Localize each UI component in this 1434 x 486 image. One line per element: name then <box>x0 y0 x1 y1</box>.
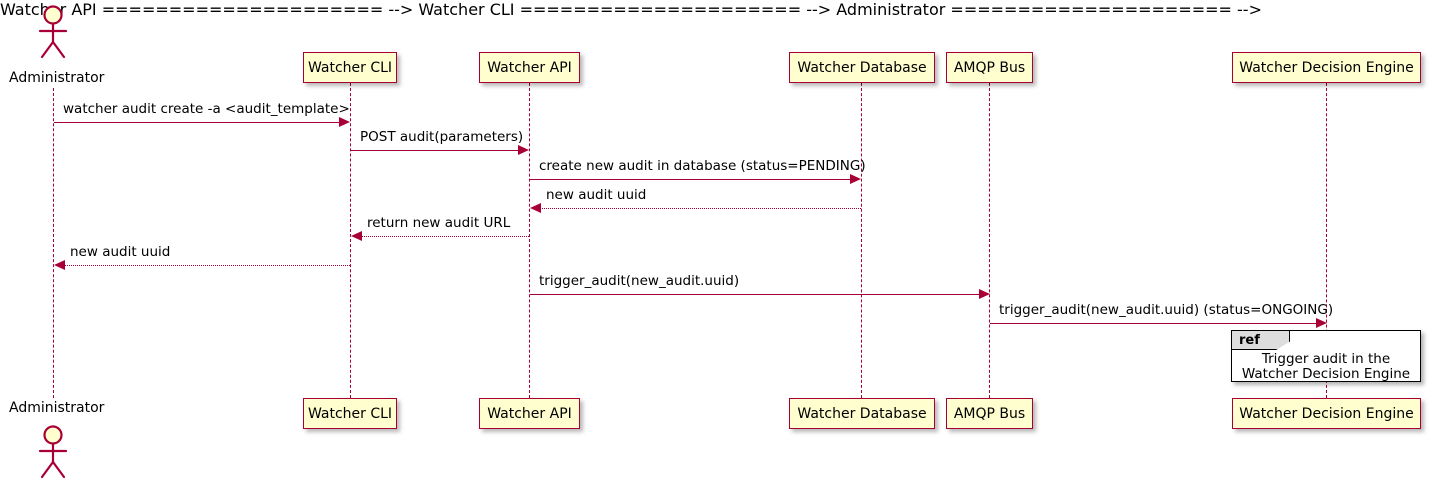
participant-box-watcher-api-top[interactable]: Watcher API <box>479 52 580 83</box>
actor-label-administrator-top: Administrator <box>9 70 105 86</box>
message-arrowhead-m6 <box>54 260 65 270</box>
actor-label-administrator-bottom: Administrator <box>9 400 105 416</box>
message-line-m7 <box>530 294 980 295</box>
ref-fragment-tab-label: ref <box>1239 332 1260 348</box>
lifeline-watcher-cli <box>350 83 351 398</box>
message-line-m4 <box>540 208 861 209</box>
message-label-m8: trigger_audit(new_audit.uuid) (status=ON… <box>999 302 1334 318</box>
message-arrowhead-m2 <box>518 145 529 155</box>
participant-box-watcher-decision-engine-top[interactable]: Watcher Decision Engine <box>1232 52 1421 83</box>
actor-administrator-top[interactable] <box>35 4 71 59</box>
participant-box-watcher-database-top[interactable]: Watcher Database <box>789 52 935 83</box>
message-label-m4: new audit uuid <box>546 187 647 203</box>
ref-fragment-body-line-1: Trigger audit in the <box>1261 351 1391 367</box>
message-arrowhead-m4 <box>530 203 541 213</box>
message-line-m5 <box>361 236 529 237</box>
participant-box-watcher-cli-bottom[interactable]: Watcher CLI <box>303 398 397 429</box>
participant-box-watcher-cli-top[interactable]: Watcher CLI <box>303 52 397 83</box>
message-label-m1: watcher audit create -a <audit_template> <box>63 101 350 117</box>
message-line-m8 <box>990 323 1317 324</box>
lifeline-watcher-api <box>529 83 530 398</box>
message-label-m7: trigger_audit(new_audit.uuid) <box>539 273 740 289</box>
ref-fragment-body: Trigger audit in the Watcher Decision En… <box>1232 352 1420 382</box>
actor-stick-figure-icon <box>38 425 68 479</box>
message-arrowhead-m1 <box>339 117 350 127</box>
participant-box-amqp-bus-bottom[interactable]: AMQP Bus <box>946 398 1033 429</box>
lifeline-watcher-database <box>861 83 862 398</box>
participant-box-watcher-api-bottom[interactable]: Watcher API <box>479 398 580 429</box>
lifeline-watcher-decision-engine <box>1326 83 1327 398</box>
message-arrowhead-m7 <box>979 289 990 299</box>
message-label-m2: POST audit(parameters) <box>360 129 524 145</box>
participant-box-watcher-database-bottom[interactable]: Watcher Database <box>789 398 935 429</box>
actor-administrator-bottom[interactable] <box>35 424 71 479</box>
message-line-m1 <box>54 122 340 123</box>
message-label-m5: return new audit URL <box>367 215 511 231</box>
ref-fragment-tab: ref <box>1232 331 1290 350</box>
participant-box-watcher-decision-engine-bottom[interactable]: Watcher Decision Engine <box>1232 398 1421 429</box>
message-arrowhead-m3 <box>850 174 861 184</box>
actor-stick-figure-icon <box>38 5 68 59</box>
message-label-m3: create new audit in database (status=PEN… <box>539 158 866 174</box>
message-arrowhead-m5 <box>351 231 362 241</box>
ref-fragment-body-line-2: Watcher Decision Engine <box>1241 366 1411 382</box>
lifeline-amqp-bus <box>989 83 990 398</box>
message-line-m3 <box>530 179 851 180</box>
message-line-m6 <box>64 265 350 266</box>
message-label-m6: new audit uuid <box>70 244 171 260</box>
lifeline-administrator <box>53 88 54 398</box>
message-line-m2 <box>351 150 519 151</box>
message-arrowhead-m8 <box>1316 318 1327 328</box>
participant-box-amqp-bus-top[interactable]: AMQP Bus <box>946 52 1033 83</box>
ref-fragment-trigger-audit[interactable]: ref Trigger audit in the Watcher Decisio… <box>1231 330 1421 382</box>
